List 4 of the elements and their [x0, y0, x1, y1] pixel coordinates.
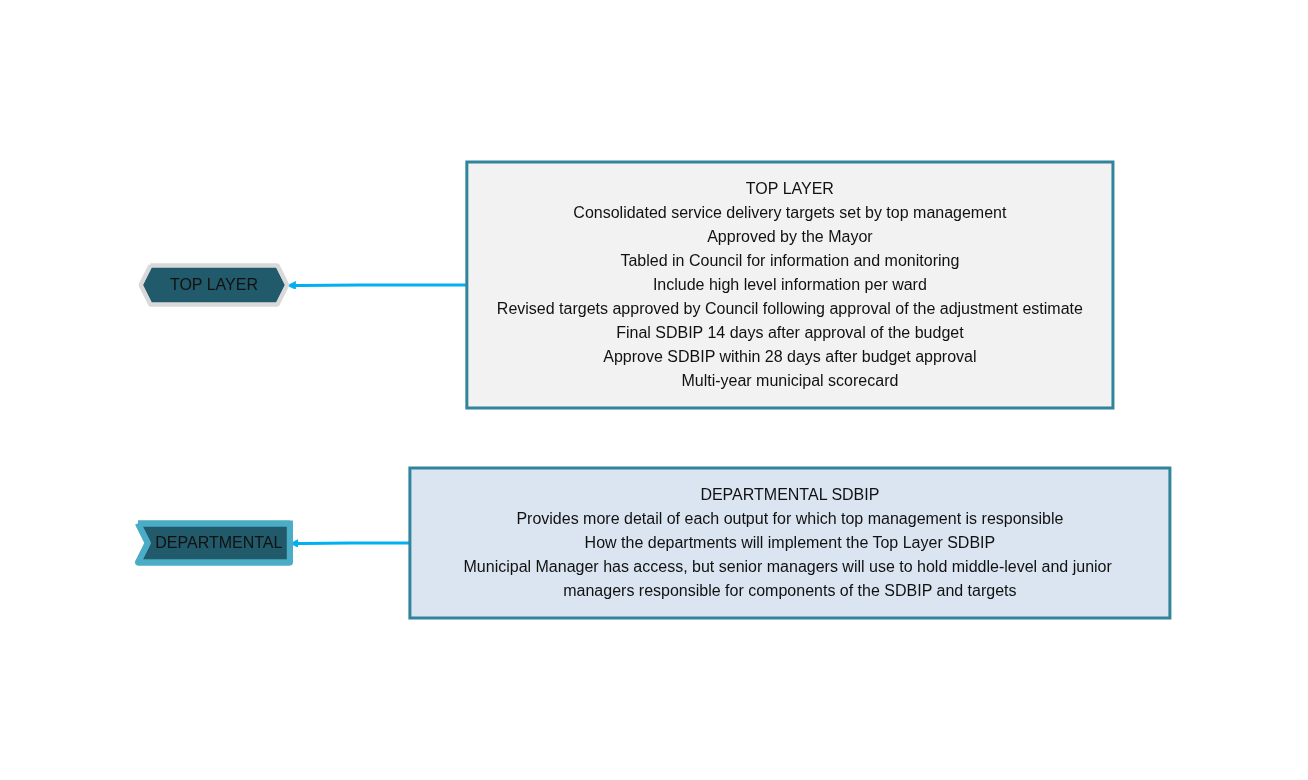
- arrow: [290, 539, 410, 548]
- arrow: [287, 281, 467, 290]
- node-box: TOP LAYER Consolidated service delivery targets set by top management Approved by the Mayor Tabled in Council for information and monitoring Include high level information per ward Revised targets approved by Council following approval of the adjustment estimate Final SDBIP 14 days after approval of the budget Approve SDBIP within 28 days after budget approval Multi-year municipal scorecard: [465, 160, 1115, 410]
- node-box: DEPARTMENTAL SDBIP Provides more detail of each output for which top management is responsible How the departments will implement the Top Layer SDBIP Municipal Manager has access, but senior managers will use to hold middle-level and junior managers responsible for components of the SDBIP and targets: [408, 466, 1172, 620]
